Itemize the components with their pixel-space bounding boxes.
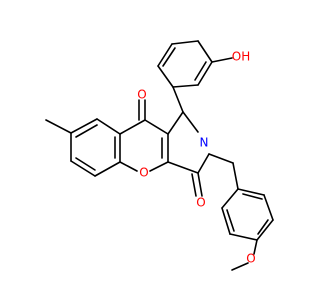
- bottom-right-carbonyl: [191, 172, 203, 197]
- pyrrolidinone-ring: [167, 111, 210, 174]
- methoxy-group: [231, 239, 258, 271]
- benzyl-linker: [208, 153, 239, 190]
- pyranone-ring: [119, 119, 169, 172]
- chemical-structure-diagram: O O O N OH O: [45, 40, 274, 271]
- top-carbonyl: [138, 99, 146, 121]
- methoxyphenyl-ring: [221, 188, 274, 241]
- atom-oh: OH: [232, 50, 250, 64]
- molecule-canvas: O O O N OH O: [45, 40, 274, 271]
- hydroxyphenyl-ring: [157, 40, 233, 113]
- atom-o-carbonyl-right: O: [196, 196, 205, 210]
- atom-o-top-carbonyl: O: [137, 88, 146, 102]
- atom-o-pyran: O: [139, 166, 148, 180]
- methyl-bond: [45, 119, 72, 134]
- atom-o-methoxy: O: [246, 252, 255, 266]
- atom-n: N: [200, 136, 209, 150]
- benzene-ring-left: [70, 118, 121, 177]
